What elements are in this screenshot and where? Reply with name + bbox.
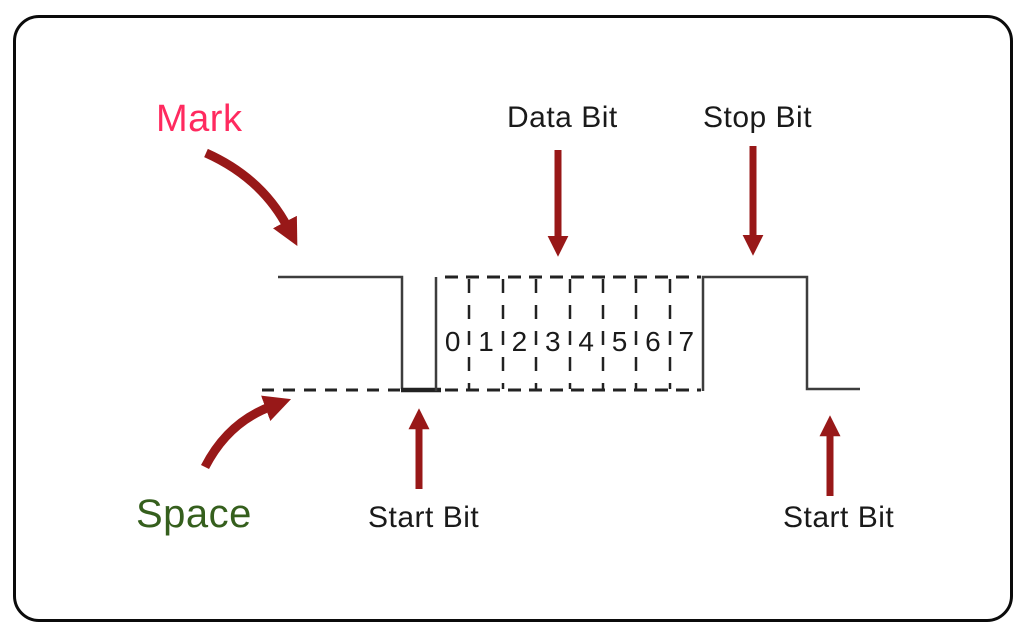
space-label: Space xyxy=(136,492,252,536)
space-arrow xyxy=(200,395,292,470)
bit-number: 6 xyxy=(645,326,661,357)
stop-bit-label: Stop Bit xyxy=(703,101,813,134)
bit-number: 2 xyxy=(511,326,528,357)
bit-number: 0 xyxy=(444,326,461,357)
bit-number: 1 xyxy=(478,326,494,357)
bit-number: 4 xyxy=(578,326,594,357)
bit-number: 5 xyxy=(611,326,628,357)
start-bit-right-label: Start Bit xyxy=(783,501,895,534)
mark-arrow xyxy=(204,148,298,246)
mark-label: Mark xyxy=(156,98,243,140)
stop-bit-pulse-line xyxy=(701,275,860,391)
data-bit-label: Data Bit xyxy=(507,101,618,134)
mark-level-line xyxy=(278,275,404,389)
diagram-frame xyxy=(13,15,1013,622)
bit-number: 3 xyxy=(545,326,561,357)
start-bit-left-label: Start Bit xyxy=(368,501,480,534)
data-bit-numbers: 0 1 2 3 4 5 6 7 xyxy=(436,324,703,360)
bit-number: 7 xyxy=(678,326,695,357)
